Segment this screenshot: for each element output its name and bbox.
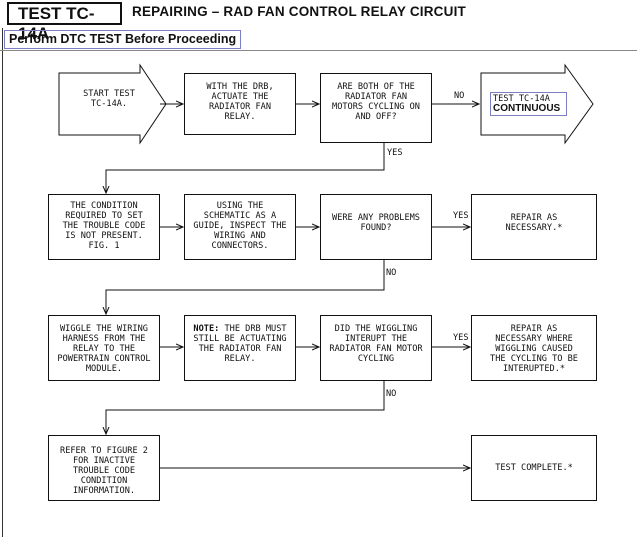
wiggle-interrupt-question-box: DID THE WIGGLING INTERUPT THE RADIATOR F… <box>320 315 432 381</box>
repair-necessary-box: REPAIR AS NECESSARY.* <box>471 194 597 260</box>
start-arrow-shape <box>58 63 167 145</box>
continue-test-id: TEST TC-14A <box>493 94 550 104</box>
left-margin-line <box>2 28 3 537</box>
test-id-box: TEST TC-14A <box>7 2 122 43</box>
refer-figure-2-box: REFER TO FIGURE 2 FOR INACTIVE TROUBLE C… <box>48 435 160 501</box>
wiggle-harness-box: WIGGLE THE WIRING HARNESS FROM THE RELAY… <box>48 315 160 381</box>
inspect-wiring-box: USING THE SCHEMATIC AS A GUIDE, INSPECT … <box>184 194 296 260</box>
continue-label: CONTINUOUS <box>493 103 561 114</box>
note-label: NOTE: <box>193 324 220 334</box>
no-label-2: NO <box>386 268 397 278</box>
continuous-test-link[interactable]: TEST TC-14A CONTINUOUS <box>490 92 567 116</box>
continue-arrow-shape <box>480 63 594 145</box>
condition-not-present-box: THE CONDITION REQUIRED TO SET THE TROUBL… <box>48 194 160 260</box>
problems-found-question-box: WERE ANY PROBLEMS FOUND? <box>320 194 432 260</box>
page-title: REPAIRING – RAD FAN CONTROL RELAY CIRCUI… <box>132 4 466 19</box>
yes-label-3: YES <box>453 333 469 343</box>
test-complete-box: TEST COMPLETE.* <box>471 435 597 501</box>
yes-label-2: YES <box>453 211 469 221</box>
repair-wiggling-box: REPAIR AS NECESSARY WHERE WIGGLING CAUSE… <box>471 315 597 381</box>
no-label-1: NO <box>454 91 465 101</box>
perform-dtc-label: Perform DTC TEST Before Proceeding <box>4 30 242 49</box>
fans-cycling-question-box: ARE BOTH OF THE RADIATOR FAN MOTORS CYCL… <box>320 73 432 143</box>
yes-label-1: YES <box>387 148 403 158</box>
no-label-3: NO <box>386 389 397 399</box>
start-test-label: START TEST TC-14A. <box>83 89 135 109</box>
actuate-relay-box: WITH THE DRB, ACTUATE THE RADIATOR FAN R… <box>184 73 296 135</box>
note-drb-actuating-box: NOTE: THE DRB MUST STILL BE ACTUATING TH… <box>184 315 296 381</box>
note-text: THE DRB MUST STILL BE ACTUATING THE RADI… <box>193 324 287 364</box>
header-divider <box>0 50 637 51</box>
